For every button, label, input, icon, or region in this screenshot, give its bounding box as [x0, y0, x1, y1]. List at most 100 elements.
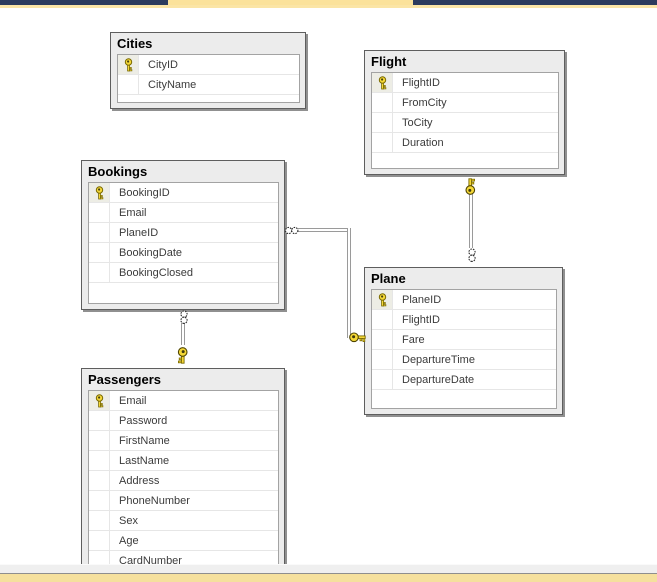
column-name: PlaneID [402, 293, 442, 306]
icon-cell [89, 243, 110, 262]
column-name: FlightID [402, 313, 440, 326]
icon-cell [89, 491, 110, 510]
column-row[interactable]: CityID [118, 55, 299, 75]
column-name: Password [119, 414, 168, 427]
table-title: Flight [371, 54, 407, 69]
column-name: ToCity [402, 116, 433, 129]
relationship-line-segment[interactable] [469, 194, 473, 248]
column-row[interactable]: PlaneID [89, 223, 278, 243]
icon-cell [372, 310, 393, 329]
column-row[interactable]: Age [89, 531, 278, 551]
column-row[interactable]: FlightID [372, 310, 556, 330]
column-row[interactable]: Duration [372, 133, 558, 153]
icon-cell [372, 350, 393, 369]
primary-key-icon [95, 185, 104, 200]
icon-cell [372, 330, 393, 349]
table-title: Passengers [88, 372, 161, 387]
icon-cell [89, 263, 110, 282]
many-endpoint-icon [179, 309, 188, 325]
key-cell [372, 73, 393, 92]
key-cell [118, 55, 139, 74]
icon-cell [372, 370, 393, 389]
window-bottom-border [0, 574, 657, 582]
column-row[interactable]: FirstName [89, 431, 278, 451]
column-row[interactable]: Fare [372, 330, 556, 350]
column-row[interactable]: Email [89, 391, 278, 411]
key-endpoint-icon [349, 331, 366, 344]
icon-cell [89, 511, 110, 530]
primary-key-icon [378, 75, 387, 90]
icon-cell [89, 223, 110, 242]
column-row[interactable]: DepartureTime [372, 350, 556, 370]
icon-cell [89, 203, 110, 222]
column-name: CityID [148, 58, 178, 71]
column-row[interactable]: CardNumber [89, 551, 278, 564]
column-name: Email [119, 206, 147, 219]
column-name: CityName [148, 78, 197, 91]
table-title: Plane [371, 271, 406, 286]
column-name: BookingID [119, 186, 170, 199]
primary-key-icon [124, 57, 133, 72]
tab-strip-highlight [0, 5, 657, 8]
column-row[interactable]: LastName [89, 451, 278, 471]
column-row[interactable]: CityName [118, 75, 299, 95]
icon-cell [372, 113, 393, 132]
column-row[interactable]: Address [89, 471, 278, 491]
table-title: Cities [117, 36, 153, 51]
relationship-line-segment[interactable] [181, 323, 185, 345]
table-title: Bookings [88, 164, 148, 179]
horizontal-scrollbar[interactable] [0, 564, 657, 574]
icon-cell [89, 551, 110, 564]
column-name: Duration [402, 136, 444, 149]
column-row[interactable]: ToCity [372, 113, 558, 133]
column-name: FirstName [119, 434, 170, 447]
column-row[interactable]: BookingClosed [89, 263, 278, 283]
column-row[interactable]: PhoneNumber [89, 491, 278, 511]
column-name: Sex [119, 514, 138, 527]
icon-cell [372, 133, 393, 152]
column-row[interactable]: FromCity [372, 93, 558, 113]
icon-cell [89, 431, 110, 450]
active-tab[interactable] [168, 0, 413, 5]
column-name: BookingDate [119, 246, 182, 259]
column-name: FlightID [402, 76, 440, 89]
primary-key-icon [378, 292, 387, 307]
column-row[interactable]: Password [89, 411, 278, 431]
key-endpoint-icon [464, 175, 477, 197]
column-name: PlaneID [119, 226, 159, 239]
column-name: CardNumber [119, 554, 182, 565]
key-endpoint-icon [176, 344, 189, 366]
column-row[interactable]: Sex [89, 511, 278, 531]
icon-cell [118, 75, 139, 94]
icon-cell [89, 411, 110, 430]
key-cell [89, 183, 110, 202]
column-name: Fare [402, 333, 425, 346]
column-name: DepartureDate [402, 373, 475, 386]
icon-cell [89, 451, 110, 470]
column-row[interactable]: PlaneID [372, 290, 556, 310]
relationship-line-segment[interactable] [298, 228, 349, 232]
column-name: Email [119, 394, 147, 407]
column-name: PhoneNumber [119, 494, 190, 507]
icon-cell [372, 93, 393, 112]
many-endpoint-icon [467, 247, 476, 263]
column-row[interactable]: DepartureDate [372, 370, 556, 390]
column-row[interactable]: FlightID [372, 73, 558, 93]
icon-cell [89, 531, 110, 550]
column-row[interactable]: Email [89, 203, 278, 223]
relationship-line-segment[interactable] [347, 228, 351, 338]
column-row[interactable]: BookingDate [89, 243, 278, 263]
column-row[interactable]: BookingID [89, 183, 278, 203]
column-name: FromCity [402, 96, 447, 109]
